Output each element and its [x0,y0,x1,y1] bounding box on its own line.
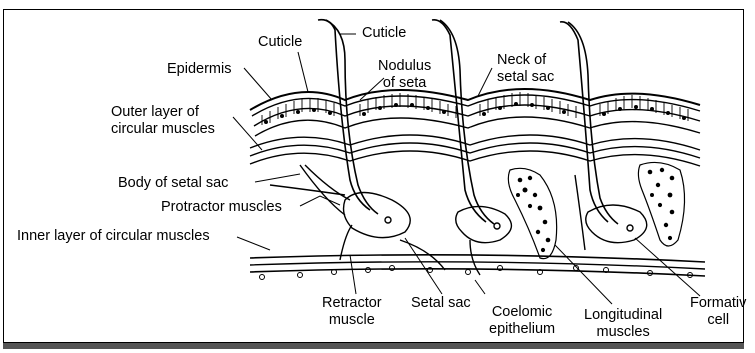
label-retractor-muscle: Retractor muscle [322,295,382,329]
label-cuticle-left: Cuticle [258,34,302,51]
label-outer-layer-circular-muscles: Outer layer of circular muscles [111,104,215,138]
label-inner-layer-circular-muscles: Inner layer of circular muscles [17,228,210,245]
label-neck-of-setal-sac: Neck of setal sac [497,52,554,86]
label-protractor-muscles: Protractor muscles [161,199,282,216]
label-nodulus-of-seta: Nodulus of seta [378,58,431,92]
frame-bottom-shadow [3,343,744,349]
label-setal-sac: Setal sac [411,295,471,312]
label-body-of-setal-sac: Body of setal sac [118,175,228,192]
label-longitudinal-muscles: Longitudinal muscles [584,307,662,341]
label-epidermis: Epidermis [167,61,231,78]
label-formative-cell: Formativ cell [690,295,746,329]
label-coelomic-epithelium: Coelomic epithelium [489,304,555,338]
label-cuticle-top: Cuticle [362,25,406,42]
